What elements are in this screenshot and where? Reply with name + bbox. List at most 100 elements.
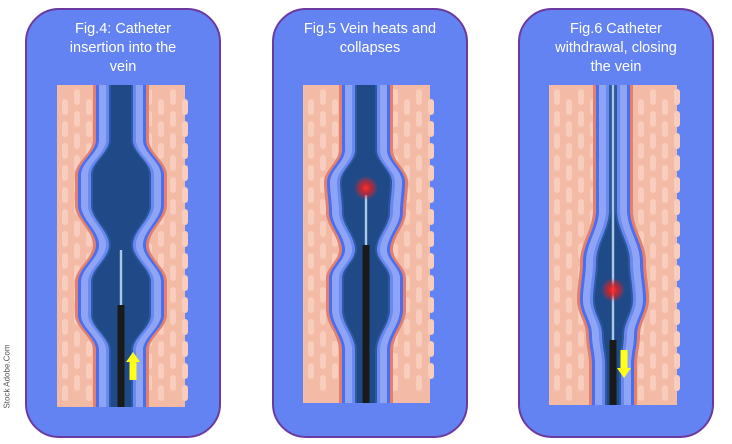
tissue-cell [404, 341, 410, 357]
tissue-cell [554, 133, 560, 149]
tissue-cell [578, 133, 584, 149]
catheter [117, 305, 125, 407]
laser-fiber [364, 195, 368, 245]
tissue-cell [650, 243, 656, 259]
tissue-cell [320, 221, 326, 237]
tissue-cell [428, 319, 434, 335]
tissue-cell [158, 143, 164, 159]
tissue-cell [182, 341, 188, 357]
tissue-cell [86, 121, 92, 137]
tissue-cell [662, 143, 668, 159]
tissue-cell [308, 297, 314, 313]
tissue-cell [428, 363, 434, 379]
tissue-cell [428, 165, 434, 181]
tissue-cell [62, 143, 68, 159]
tissue-cell [554, 309, 560, 325]
tissue-cell [638, 143, 644, 159]
tissue-cell [416, 353, 422, 369]
tissue-cell [62, 275, 68, 291]
tissue-cell [392, 89, 398, 105]
tissue-cell [308, 253, 314, 269]
tissue-cell [566, 187, 572, 203]
tissue-cell [392, 133, 398, 149]
tissue-cell [650, 111, 656, 127]
vein-wall-layer [93, 85, 149, 407]
tissue-cell [428, 187, 434, 203]
tissue-cell [416, 331, 422, 347]
tissue-cell [428, 121, 434, 137]
tissue-cell [170, 243, 176, 259]
tissue-cell [74, 221, 80, 237]
tissue-cell [428, 99, 434, 115]
tissue-cell [638, 341, 644, 357]
tissue-cell [182, 231, 188, 247]
tissue-cell [428, 341, 434, 357]
tissue-cell [662, 275, 668, 291]
tissue-cell [578, 199, 584, 215]
tissue-cell [308, 187, 314, 203]
tissue-cell [74, 353, 80, 369]
tissue-cell [566, 297, 572, 313]
tissue-cell [566, 341, 572, 357]
tissue-cell [182, 253, 188, 269]
tissue-cell [578, 89, 584, 105]
tissue-cell [320, 155, 326, 171]
catheter [609, 340, 617, 405]
tissue-cell [62, 187, 68, 203]
tissue-cell [578, 221, 584, 237]
tissue-cell [62, 99, 68, 115]
heat-glow [601, 278, 625, 302]
tissue-cell [332, 341, 338, 357]
tissue-cell [566, 319, 572, 335]
tissue-cell [170, 177, 176, 193]
tissue-cell [320, 309, 326, 325]
tissue-cell [662, 363, 668, 379]
tissue-cell [428, 297, 434, 313]
tissue-cell [674, 199, 680, 215]
tissue-cell [416, 155, 422, 171]
tissue-cell [662, 121, 668, 137]
tissue-cell [566, 143, 572, 159]
tissue-cell [62, 209, 68, 225]
tissue-cell [308, 341, 314, 357]
tissue-cell [170, 155, 176, 171]
tissue-cell [674, 155, 680, 171]
tissue-cell [674, 287, 680, 303]
tissue-cell [170, 221, 176, 237]
tissue-cell [554, 199, 560, 215]
tissue-cell [650, 331, 656, 347]
tissue-cell [416, 177, 422, 193]
tissue-cell [74, 243, 80, 259]
tissue-cell [320, 89, 326, 105]
tissue-cell [416, 243, 422, 259]
tissue-cell [554, 177, 560, 193]
tissue-cell [416, 111, 422, 127]
tissue-cell [170, 353, 176, 369]
tissue-cell [332, 143, 338, 159]
tissue-cell [182, 385, 188, 401]
tissue-cell [182, 143, 188, 159]
tissue-cell [320, 375, 326, 391]
tissue-cell [566, 253, 572, 269]
tissue-cell [158, 253, 164, 269]
tissue-cell [182, 363, 188, 379]
tissue-cell [320, 133, 326, 149]
tissue-cell [650, 89, 656, 105]
tissue-cell [428, 253, 434, 269]
tissue-cell [170, 375, 176, 391]
tissue-cell [674, 89, 680, 105]
tissue-cell [320, 287, 326, 303]
tissue-cell [650, 177, 656, 193]
tissue-cell [674, 265, 680, 281]
tissue-cell [62, 231, 68, 247]
tissue-cell [554, 375, 560, 391]
tissue-cell [170, 133, 176, 149]
tissue-cell [662, 319, 668, 335]
tissue-cell [308, 275, 314, 291]
tissue-cell [62, 121, 68, 137]
tissue-cell [182, 319, 188, 335]
tissue-cell [308, 165, 314, 181]
tissue-cell [404, 99, 410, 115]
tissue-cell [404, 363, 410, 379]
